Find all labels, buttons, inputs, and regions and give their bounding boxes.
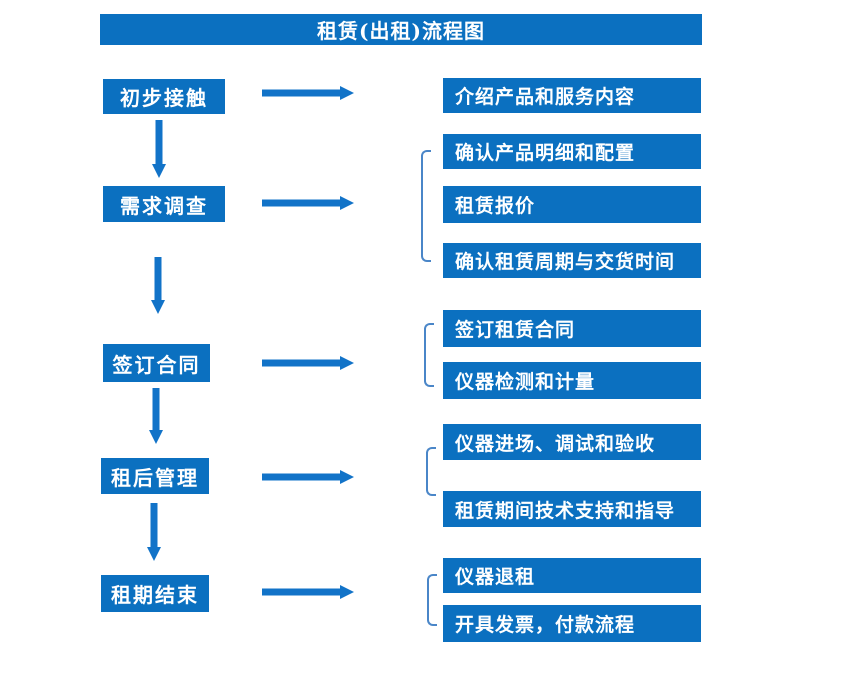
step-box-rental-end: 租期结束 <box>101 575 209 612</box>
step-box-sign-contract: 签订合同 <box>103 344 210 382</box>
arrow-right-icon <box>262 86 354 100</box>
detail-box-introduce-products: 介绍产品和服务内容 <box>443 78 701 113</box>
arrow-down-icon <box>149 388 163 444</box>
detail-box-confirm-product-spec: 确认产品明细和配置 <box>443 134 701 169</box>
step-box-post-rental-management: 租后管理 <box>101 458 209 494</box>
arrow-right-icon <box>262 470 354 484</box>
group-bracket-icon <box>426 447 436 496</box>
arrow-down-icon <box>152 120 166 178</box>
arrow-down-icon <box>151 257 165 314</box>
group-bracket-icon <box>424 323 434 387</box>
detail-box-sign-rental-contract: 签订租赁合同 <box>443 310 701 347</box>
detail-box-invoice-payment: 开具发票，付款流程 <box>443 605 701 642</box>
arrow-down-icon <box>147 503 161 561</box>
detail-box-tech-support: 租赁期间技术支持和指导 <box>443 491 701 527</box>
arrow-right-icon <box>262 585 354 599</box>
step-box-demand-survey: 需求调查 <box>103 186 225 222</box>
arrow-right-icon <box>262 196 354 210</box>
flowchart-title: 租赁(出租)流程图 <box>100 14 702 45</box>
detail-box-instrument-testing: 仪器检测和计量 <box>443 362 701 399</box>
step-box-initial-contact: 初步接触 <box>103 79 225 114</box>
detail-box-rental-quotation: 租赁报价 <box>443 186 701 223</box>
detail-box-instrument-return: 仪器退租 <box>443 558 701 593</box>
group-bracket-icon <box>421 150 431 262</box>
detail-box-confirm-period: 确认租赁周期与交货时间 <box>443 243 701 278</box>
group-bracket-icon <box>427 574 437 626</box>
arrow-right-icon <box>262 356 354 370</box>
detail-box-instrument-setup: 仪器进场、调试和验收 <box>443 424 701 460</box>
